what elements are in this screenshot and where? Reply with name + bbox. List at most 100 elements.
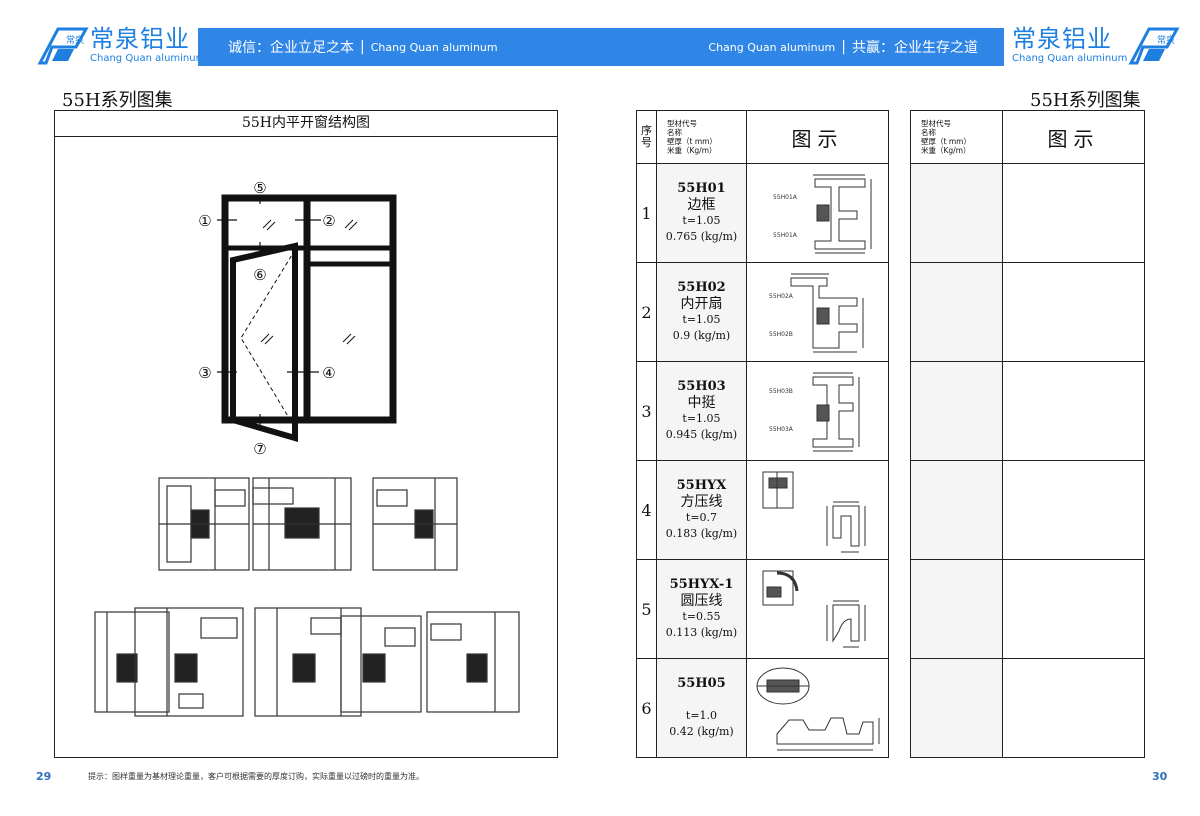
marker-1: ① (198, 212, 211, 230)
profile-drawing-55hyx-1 (762, 570, 866, 647)
profile-code: 55H05 (677, 676, 726, 691)
profile-weight: 0.9 (kg/m) (672, 329, 731, 342)
table-row (910, 163, 1145, 263)
profile-section-4 (94, 611, 170, 713)
profile-weight: 0.765 (kg/m) (665, 230, 738, 243)
profile-section-3 (372, 477, 458, 571)
row-info: 55H01 边框 t=1.05 0.765 (kg/m) (656, 163, 747, 263)
profile-drawing-55h03: 55H03B 55H03A (769, 372, 860, 451)
svg-text:55H01A: 55H01A (773, 194, 798, 201)
slogan-separator: | (841, 39, 846, 55)
marker-5: ⑤ (253, 179, 266, 197)
svg-text:55H01A: 55H01A (773, 232, 798, 239)
section-profiles-row-2 (94, 607, 520, 717)
slogan-right-en: Chang Quan aluminum (708, 40, 836, 54)
svg-text:55H03A: 55H03A (769, 426, 794, 433)
page-number-left: 29 (36, 770, 52, 783)
structure-diagram-panel: 55H内平开窗结构图 (54, 110, 558, 758)
profile-figure: 55H03B 55H03A (746, 361, 889, 461)
logo-mark-icon: 常泉 (37, 27, 89, 65)
series-title-left: 55H系列图集 (62, 90, 173, 111)
slogan-left-cn: 诚信：企业立足之本 (228, 40, 354, 56)
profile-section-7 (340, 615, 422, 713)
marker-3: ③ (198, 364, 211, 382)
svg-text:55H02B: 55H02B (769, 331, 793, 338)
table-row (910, 460, 1145, 560)
profile-name: 中挺 (687, 395, 716, 411)
profile-weight: 0.945 (kg/m) (665, 428, 738, 441)
profile-weight: 0.42 (kg/m) (669, 725, 734, 738)
table-row: 2 55H02 内开扇 t=1.05 0.9 (kg/m) 55H02A 55H… (636, 262, 889, 362)
profile-code: 55H03 (677, 379, 726, 394)
row-number: 4 (636, 460, 657, 560)
slogan-right-cn: 共赢：企业生存之道 (852, 40, 978, 56)
profile-figure (746, 658, 889, 758)
slogan-separator: | (360, 39, 365, 55)
header-serial-number: 序号 (636, 110, 657, 164)
brand-name-en: Chang Quan aluminum (1012, 52, 1128, 64)
profile-thickness: t=0.55 (682, 610, 721, 623)
logo-mark-icon: 常泉 (1128, 27, 1180, 65)
diagram-title: 55H内平开窗结构图 (55, 111, 557, 137)
marker-2: ② (322, 212, 335, 230)
table-header-row: 型材代号 名称 壁厚（t mm） 米重（Kg/m） 图示 (910, 110, 1145, 164)
marker-7: ⑦ (253, 440, 266, 458)
footer-note: 提示：图样重量为基材理论重量，客户可根据需要的厚度订购，实际重量以过磅时的重量为… (88, 772, 424, 781)
profile-section-6 (254, 607, 362, 717)
window-structure-drawing: ⑤ ① ② ⑥ ③ ④ ⑦ (94, 179, 520, 717)
profile-drawing-55h05 (756, 667, 880, 750)
slogan-band-left: 诚信：企业立足之本 | Chang Quan aluminum (198, 28, 608, 66)
page-number-right: 30 (1152, 770, 1168, 783)
profile-weight: 0.113 (kg/m) (665, 626, 738, 639)
profile-thickness: t=1.05 (682, 313, 721, 326)
profile-figure (746, 460, 889, 560)
row-number: 6 (636, 658, 657, 758)
brand-name-en: Chang Quan aluminum (90, 52, 206, 64)
table-row (910, 262, 1145, 362)
profile-thickness: t=0.7 (685, 511, 718, 524)
logo-mark-text: 常泉 (66, 34, 84, 46)
header-profile-meta: 型材代号 名称 壁厚（t mm） 米重（Kg/m） (910, 110, 1003, 164)
profile-weight: 0.183 (kg/m) (665, 527, 738, 540)
table-row: 3 55H03 中挺 t=1.05 0.945 (kg/m) 55H03B 55… (636, 361, 889, 461)
profile-thickness: t=1.05 (682, 214, 721, 227)
section-profiles-row-1 (158, 477, 458, 571)
brand-logo-right: 常泉铝业 Chang Quan aluminum 常泉 (1012, 22, 1181, 68)
table-row (910, 361, 1145, 461)
brand-name-cn: 常泉铝业 (90, 24, 190, 53)
profile-drawing-55h02: 55H02A 55H02B (769, 273, 864, 352)
table-row: 4 55HYX 方压线 t=0.7 0.183 (kg/m) (636, 460, 889, 560)
row-info: 55HYX 方压线 t=0.7 0.183 (kg/m) (656, 460, 747, 560)
svg-text:55H02A: 55H02A (769, 293, 794, 300)
profile-table-blank: 型材代号 名称 壁厚（t mm） 米重（Kg/m） 图示 (910, 110, 1145, 758)
brand-logo-left: 常泉 常泉铝业 Chang Quan aluminum (36, 22, 205, 68)
profile-name: 内开扇 (680, 296, 723, 312)
table-row: 1 55H01 边框 t=1.05 0.765 (kg/m) 55H01A 55… (636, 163, 889, 263)
profile-code: 55HYX (676, 478, 727, 493)
table-row (910, 559, 1145, 659)
profile-section-1 (158, 477, 250, 571)
profile-figure: 55H02A 55H02B (746, 262, 889, 362)
marker-4: ④ (322, 364, 335, 382)
row-info: 55H03 中挺 t=1.05 0.945 (kg/m) (656, 361, 747, 461)
row-number: 5 (636, 559, 657, 659)
profile-name: 边框 (687, 197, 716, 213)
profile-name: 圆压线 (680, 593, 723, 609)
profile-code: 55HYX-1 (669, 577, 734, 592)
svg-text:55H03B: 55H03B (769, 388, 793, 395)
row-number: 1 (636, 163, 657, 263)
profile-section-2 (252, 477, 352, 571)
brand-name-cn: 常泉铝业 (1012, 24, 1112, 53)
profile-drawing-55h01: 55H01A 55H01A (773, 174, 872, 253)
header-figure: 图示 (1002, 110, 1145, 164)
row-number: 2 (636, 262, 657, 362)
header-figure: 图示 (746, 110, 889, 164)
header-profile-meta: 型材代号 名称 壁厚（t mm） 米重（Kg/m） (656, 110, 747, 164)
table-header-row: 序号 型材代号 名称 壁厚（t mm） 米重（Kg/m） 图示 (636, 110, 889, 164)
profile-drawing-55hyx (762, 471, 866, 552)
row-number: 3 (636, 361, 657, 461)
series-title-right: 55H系列图集 (1030, 90, 1141, 111)
table-row (910, 658, 1145, 758)
profile-thickness: t=1.0 (685, 709, 718, 722)
profile-code: 55H01 (677, 181, 726, 196)
